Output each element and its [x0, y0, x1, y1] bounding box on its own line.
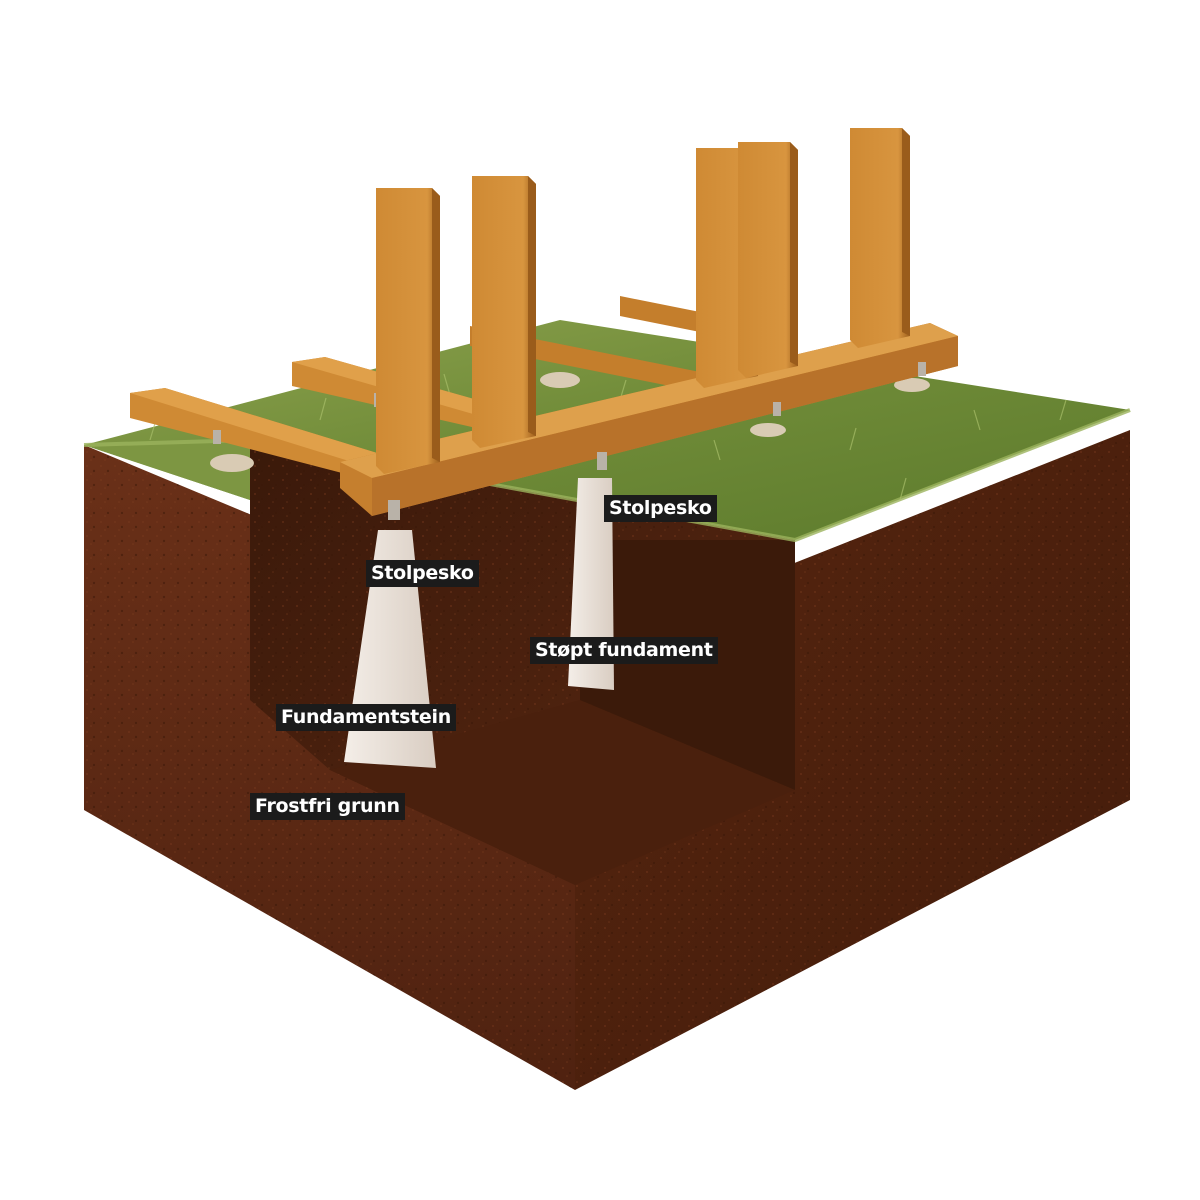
pit-floor [330, 700, 795, 885]
footing-2 [540, 372, 580, 388]
post-4 [738, 142, 798, 378]
label-frost-free-ground: Frostfri grunn [250, 793, 405, 820]
label-foundation-stone: Fundamentstein [276, 704, 456, 731]
footing-4 [894, 378, 930, 392]
footing-3 [750, 423, 786, 437]
grass-edge [83, 408, 1131, 543]
footing-1 [210, 454, 254, 472]
post-2 [472, 176, 536, 448]
post-shoe-bracket-center [597, 452, 607, 470]
post-shoe-bracket-left [388, 500, 400, 520]
label-post-shoe-right: Stolpesko [604, 495, 717, 522]
post-5 [850, 128, 910, 348]
label-post-shoe-left: Stolpesko [366, 560, 479, 587]
beam-back-1 [620, 296, 720, 336]
pit-right-wall [580, 540, 795, 790]
label-cast-foundation: Støpt fundament [530, 637, 718, 664]
post-1 [376, 188, 440, 474]
